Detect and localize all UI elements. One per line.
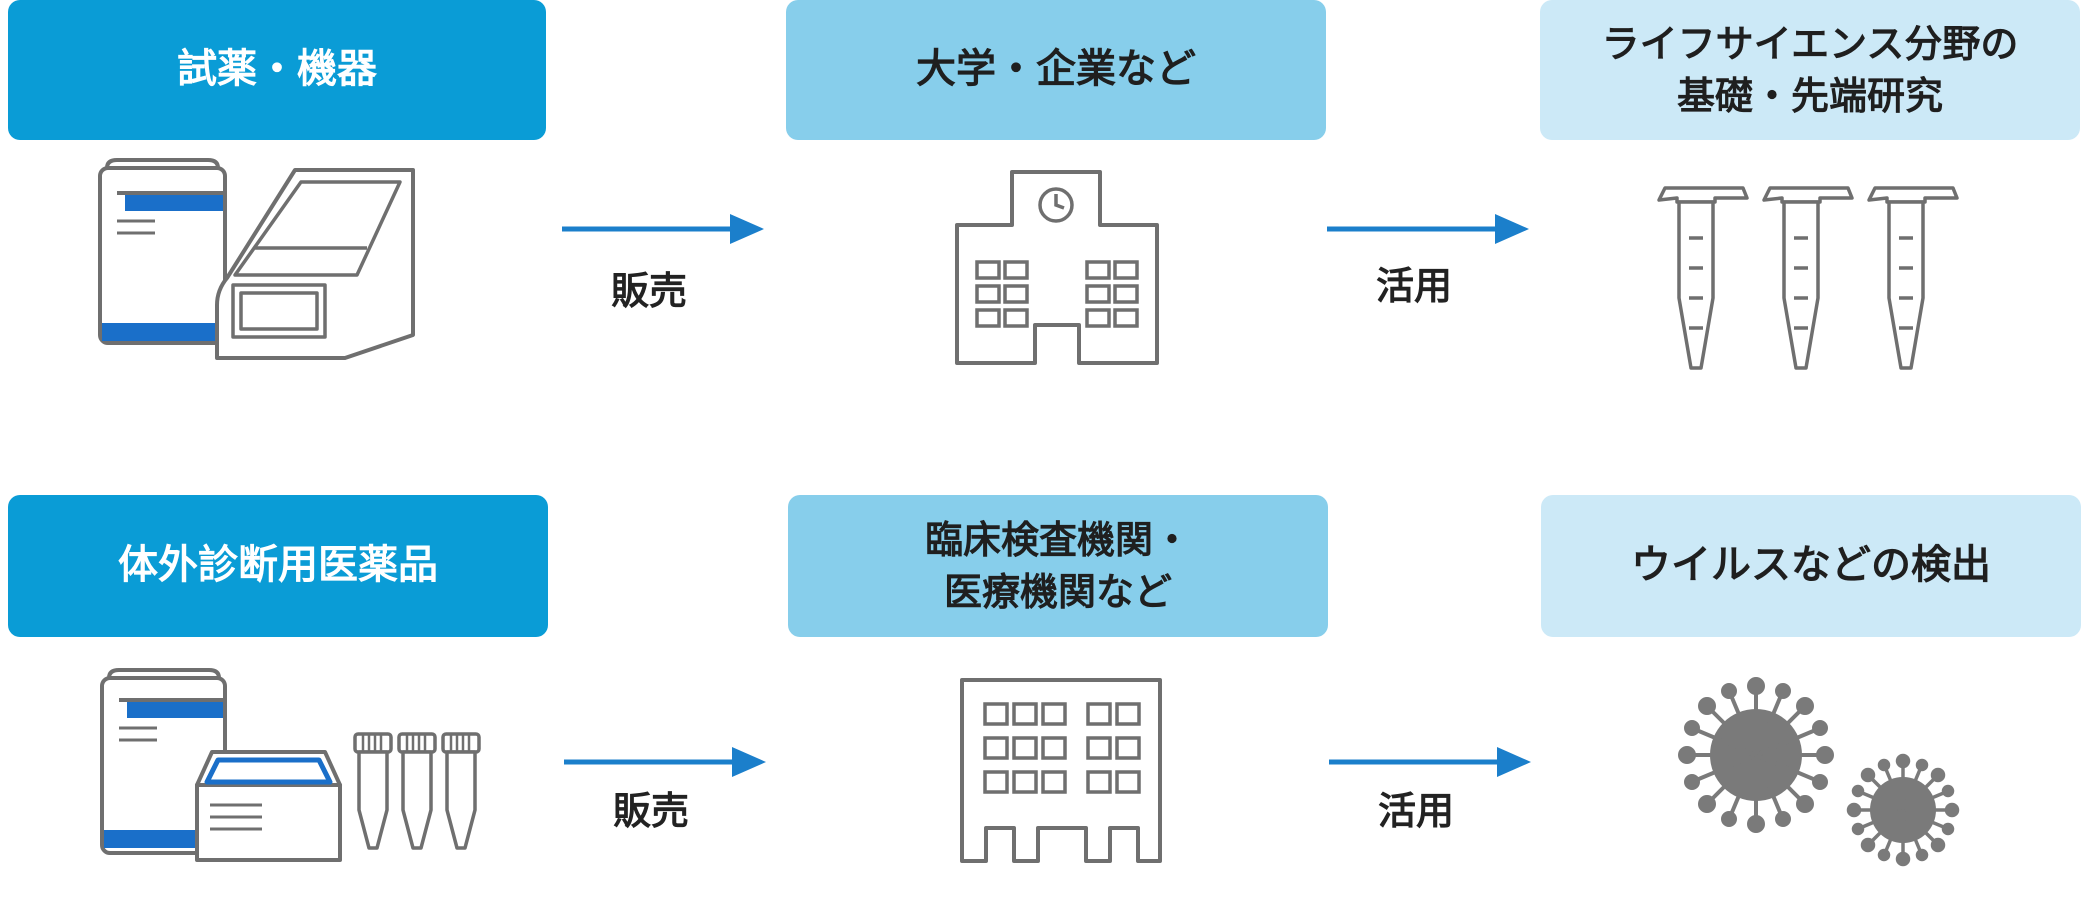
hospital-building-icon: [960, 678, 1162, 863]
arrow-label-use: 活用: [1378, 789, 1455, 833]
product-box-reagents: 試薬・機器: [8, 0, 546, 140]
arrow-label-use: 活用: [1376, 264, 1453, 308]
usage-label: ウイルスなどの検出: [1631, 542, 1991, 589]
arrow-sale-row2: [564, 747, 766, 777]
product-label: 体外診断用医薬品: [118, 542, 438, 589]
virus-icon: [1678, 677, 1960, 867]
product-box-ivd: 体外診断用医薬品: [8, 495, 548, 637]
customer-label: 臨床検査機関・ 医療機関など: [924, 517, 1191, 614]
arrow-label-sale: 販売: [611, 269, 688, 313]
arrow-label-sale: 販売: [613, 789, 690, 833]
usage-box-detection: ウイルスなどの検出: [1541, 495, 2081, 637]
usage-box-research: ライフサイエンス分野の 基礎・先端研究: [1540, 0, 2080, 140]
test-tubes-icon: [1657, 186, 1959, 370]
product-label: 試薬・機器: [177, 46, 377, 93]
arrow-use-row1: [1327, 214, 1529, 244]
customer-box-clinical: 臨床検査機関・ 医療機関など: [788, 495, 1328, 637]
customer-box-universities: 大学・企業など: [786, 0, 1326, 140]
arrow-use-row2: [1329, 747, 1531, 777]
usage-label: ライフサイエンス分野の 基礎・先端研究: [1601, 21, 2019, 118]
diagnostic-kit-icon: [100, 668, 481, 862]
arrow-sale-row1: [562, 214, 764, 244]
university-building-icon: [955, 170, 1159, 365]
customer-label: 大学・企業など: [916, 46, 1196, 93]
reagent-and-instrument-icon: [98, 158, 415, 360]
